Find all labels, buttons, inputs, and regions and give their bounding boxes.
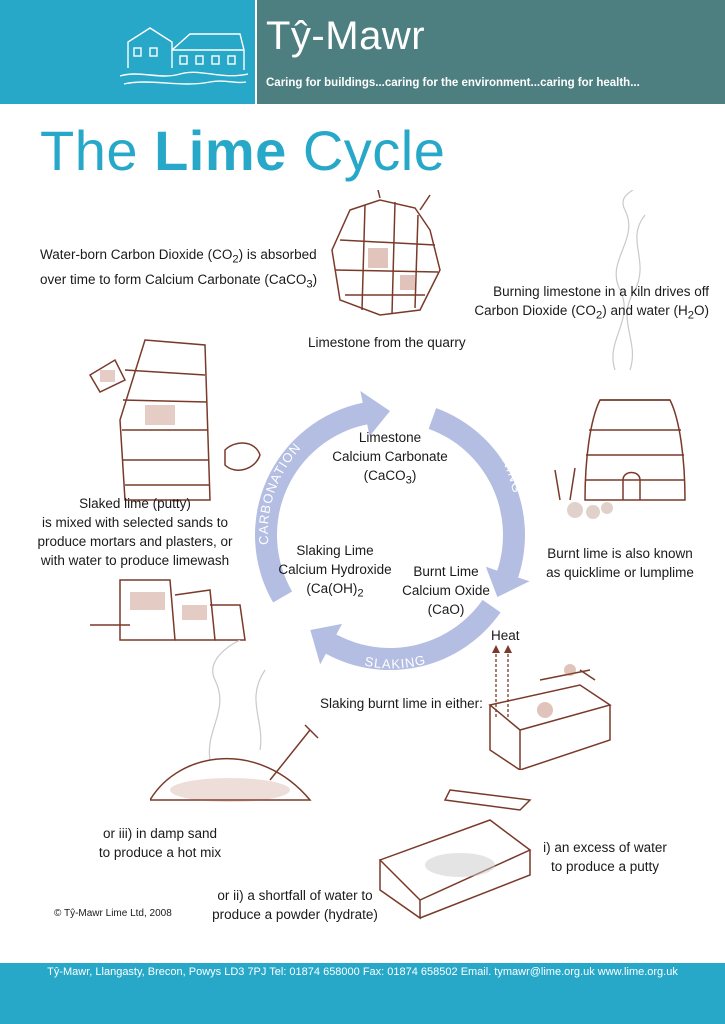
copyright: © Tŷ-Mawr Lime Ltd, 2008 [54, 908, 172, 919]
limestone-formula: (CaCO3) [363, 468, 417, 487]
damp-sand-illustration [150, 640, 319, 802]
cycle-arrows [255, 391, 530, 670]
limestone-name: Limestone [358, 430, 422, 445]
limestone-node: Limestone Calcium Carbonate (CaCO3) [320, 428, 460, 491]
slaking-arrow [310, 599, 501, 670]
hot-mix-method: or iii) in damp sand to produce a hot mi… [98, 826, 222, 860]
building-logo-illustration [120, 27, 248, 85]
heat-label: Heat [491, 628, 520, 643]
slaking-arrow-label: SLAKING [363, 652, 427, 672]
slaking-lime-formula: (Ca(OH)2 [306, 581, 364, 600]
carbonation-arrow [255, 391, 390, 603]
header-brand-panel [257, 0, 725, 104]
burnt-lime-node: Burnt Lime Calcium Oxide (CaO) [386, 562, 506, 619]
lime-cycle-diagram: CARBONATION BURNING SLAKING [255, 391, 530, 672]
quicklime-description: Burnt lime is also known as quicklime or… [546, 546, 694, 580]
burnt-lime-chem: Calcium Oxide [402, 583, 490, 598]
title-pre: The [40, 119, 155, 182]
page-title: The Lime Cycle [40, 118, 445, 183]
tagline: Caring for buildings...caring for the en… [266, 77, 640, 89]
slaking-methods-intro: Slaking burnt lime in either: [320, 696, 483, 711]
carbonation-description: Water-born Carbon Dioxide (CO2) is absor… [40, 247, 318, 291]
powder-method: or ii) a shortfall of water to produce a… [212, 888, 378, 922]
powder-trough-illustration [378, 789, 532, 920]
heat-arrows-icon [492, 645, 512, 717]
wall-plastering-illustration [88, 339, 261, 501]
kiln-illustration [554, 190, 686, 519]
slaking-trough-illustration [488, 664, 612, 770]
mixing-tubs-illustration [90, 579, 246, 641]
limestone-chem: Calcium Carbonate [332, 449, 448, 464]
footer-bar [0, 963, 725, 1024]
slaking-lime-chem: Calcium Hydroxide [278, 562, 392, 577]
title-post: Cycle [286, 119, 446, 182]
burning-arrow [428, 408, 530, 597]
quarry-illustration [331, 190, 441, 316]
burnt-lime-formula: (CaO) [427, 602, 465, 617]
quarry-caption: Limestone from the quarry [308, 335, 466, 350]
title-bold: Lime [154, 119, 287, 182]
slaked-lime-description: Slaked lime (putty) is mixed with select… [37, 496, 233, 568]
putty-method: i) an excess of water to produce a putty [543, 840, 667, 874]
burnt-lime-name: Burnt Lime [413, 564, 479, 579]
brand-name: Tŷ-Mawr [266, 14, 426, 58]
burning-description: Burning limestone in a kiln drives off C… [474, 284, 709, 322]
slaking-lime-node: Slaking Lime Calcium Hydroxide (Ca(OH)2 [270, 541, 400, 604]
footer-contact: Tŷ-Mawr, Llangasty, Brecon, Powys LD3 7P… [47, 966, 678, 978]
slaking-lime-name: Slaking Lime [296, 543, 374, 558]
